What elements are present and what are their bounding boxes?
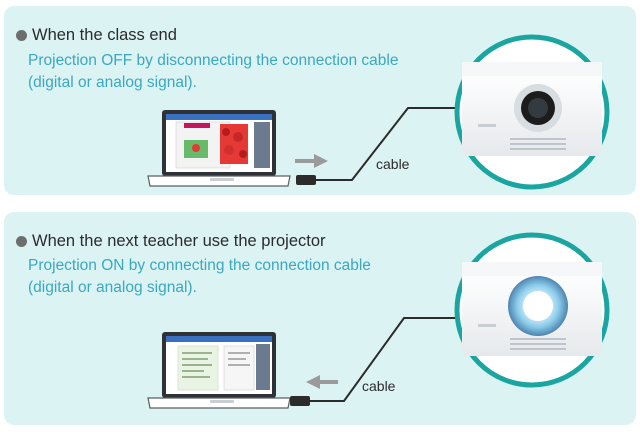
cable-icon: [296, 108, 470, 185]
laptop-icon: [148, 332, 290, 408]
cable-icon: [290, 318, 470, 406]
laptop-icon: [148, 110, 290, 186]
arrow-left-icon: [306, 375, 338, 389]
projector-on-icon: [457, 235, 607, 385]
arrow-right-icon: [295, 154, 328, 168]
projector-off-icon: [457, 37, 607, 187]
